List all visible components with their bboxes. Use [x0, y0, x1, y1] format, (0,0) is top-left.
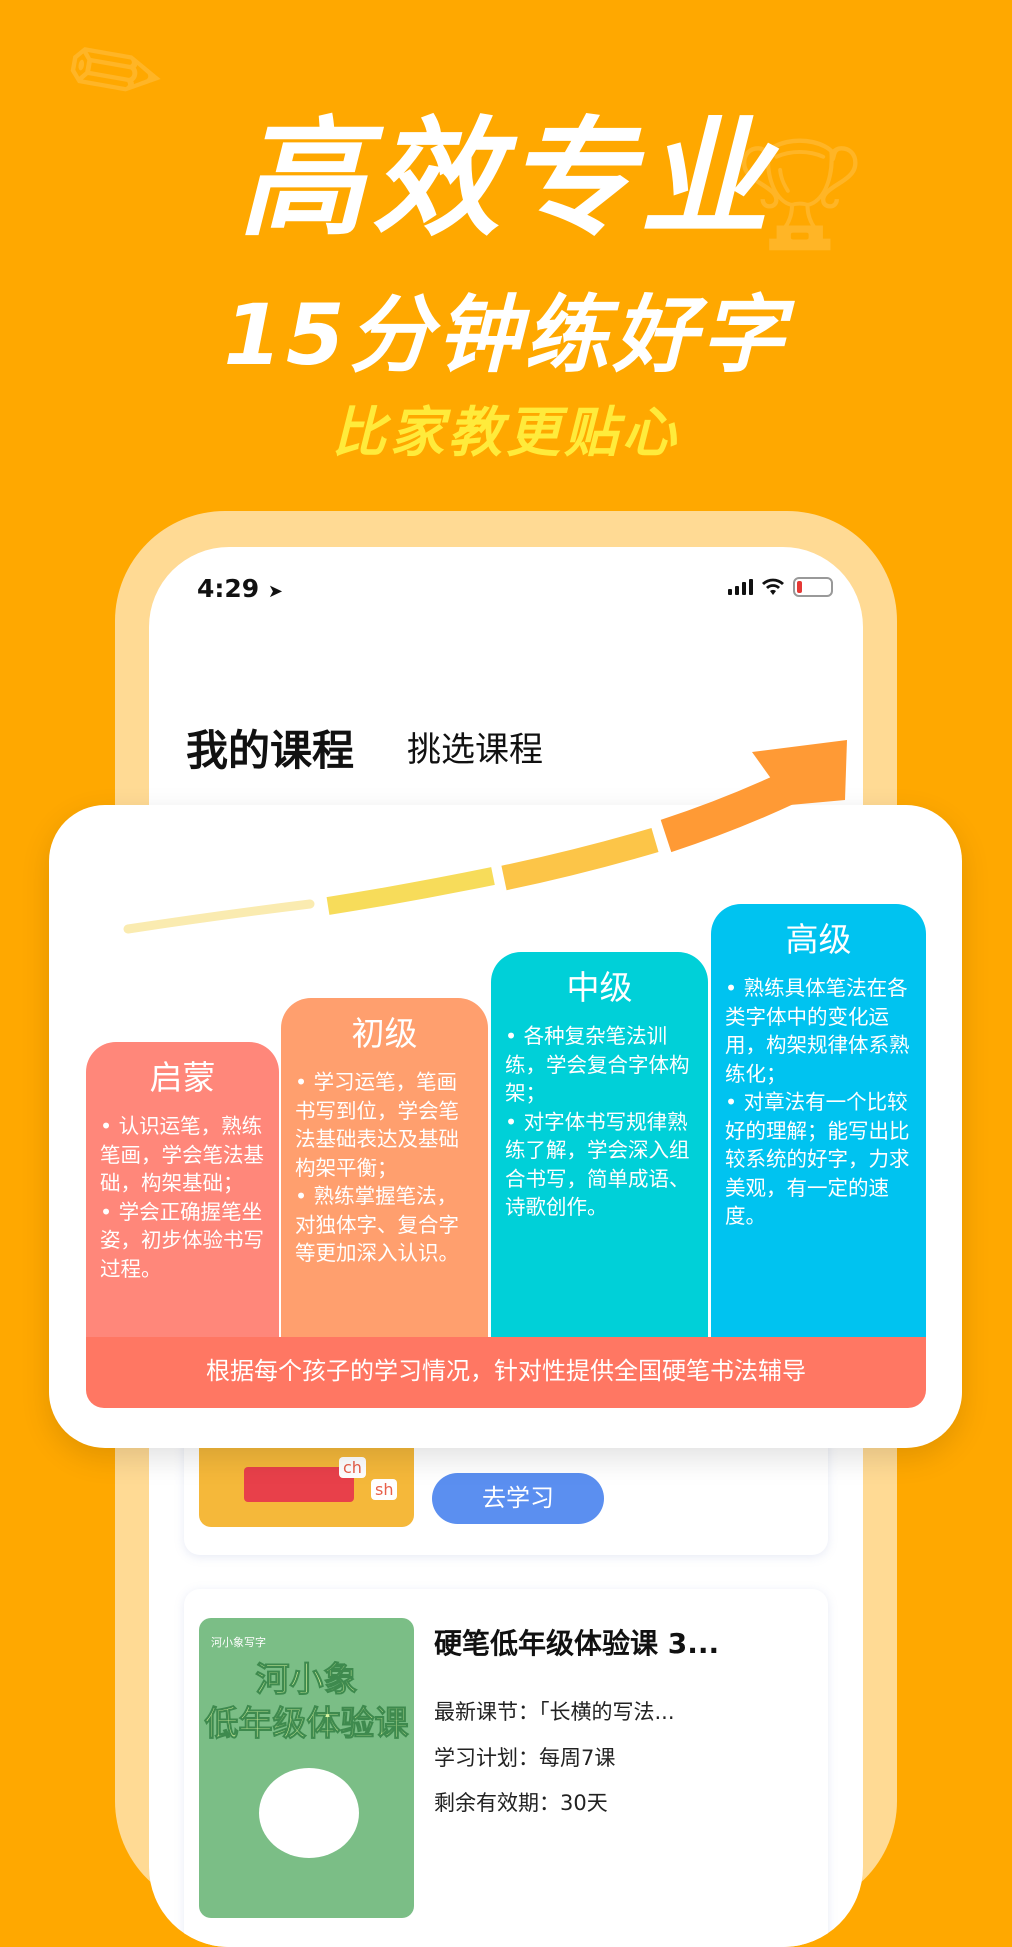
level-title: 高级 — [785, 920, 852, 959]
arrow-segment — [660, 771, 798, 853]
course-plan: 学习计划：每周7课 — [434, 1746, 616, 1770]
location-arrow-icon: ➤ — [267, 581, 283, 602]
arrow-segment — [501, 828, 659, 891]
tab-browse-courses[interactable]: 挑选课程 — [407, 730, 543, 770]
go-study-button[interactable]: 去学习 — [432, 1473, 604, 1524]
course-title: 硬笔低年级体验课 3... — [434, 1627, 720, 1660]
trophy-decoration-icon: 🏆︎ — [730, 130, 870, 258]
level-column-beginner: 启蒙 • 认识运笔，熟练笔画，学会笔法基础，构架基础； • 学会正确握笔坐姿，初… — [86, 1042, 279, 1337]
wifi-icon — [762, 578, 784, 595]
book-illustration — [244, 1467, 354, 1502]
arrow-segment — [326, 867, 495, 915]
level-title: 中级 — [566, 968, 633, 1007]
headline-subtitle: 15分钟练好字 — [223, 286, 789, 384]
status-icons — [728, 577, 833, 597]
growth-arrow-icon — [123, 740, 847, 934]
arrow-head — [752, 740, 847, 805]
level-title: 初级 — [351, 1014, 418, 1053]
arrow-segment — [123, 899, 315, 934]
pinyin-tag: sh — [371, 1479, 398, 1500]
level-description: • 熟练具体笔法在各类字体中的变化运用，构架规律体系熟练化； • 对章法有一个比… — [725, 976, 910, 1228]
course-thumbnail: 河小象写字 河小象 低年级体验课 — [199, 1618, 414, 1918]
level-description: • 认识运笔，熟练笔画，学会笔法基础，构架基础； • 学会正确握笔坐姿，初步体验… — [100, 1114, 264, 1281]
thumb-brand: 河小象写字 — [211, 1636, 266, 1649]
level-column-elementary: 初级 • 学习运笔，笔画书写到位，学会笔法基础表达及基础构架平衡； • 熟练掌握… — [281, 998, 488, 1337]
course-latest-lesson: 最新课节：「长横的写法... — [434, 1700, 675, 1724]
course-validity: 剩余有效期：30天 — [434, 1791, 608, 1815]
battery-low-icon — [793, 577, 833, 597]
level-description: • 学习运笔，笔画书写到位，学会笔法基础表达及基础构架平衡； • 熟练掌握笔法，… — [295, 1070, 459, 1265]
level-column-advanced: 高级 • 熟练具体笔法在各类字体中的变化运用，构架规律体系熟练化； • 对章法有… — [711, 904, 926, 1337]
signal-icon — [728, 579, 753, 595]
thumb-title: 河小象 低年级体验课 — [204, 1660, 409, 1745]
level-column-intermediate: 中级 • 各种复杂笔法训练，学会复合字体构架； • 对字体书写规律熟练了解，学会… — [491, 952, 708, 1337]
level-description: • 各种复杂笔法训练，学会复合字体构架； • 对字体书写规律熟练了解，学会深入组… — [505, 1024, 690, 1219]
status-time: 4:29 ➤ — [197, 574, 283, 603]
headline-title: 高效专业 — [237, 105, 774, 254]
course-card[interactable]: 河小象写字 河小象 低年级体验课 硬笔低年级体验课 3... 最新课节：「长横的… — [184, 1589, 828, 1947]
level-banner: 根据每个孩子的学习情况，针对性提供全国硬笔书法辅导 — [86, 1337, 926, 1408]
pinyin-tag: ch — [339, 1457, 366, 1478]
tab-my-courses[interactable]: 我的课程 — [186, 726, 355, 775]
headline-tagline: 比家教更贴心 — [332, 401, 680, 464]
level-title: 启蒙 — [149, 1058, 216, 1097]
elephant-illustration — [259, 1768, 359, 1858]
